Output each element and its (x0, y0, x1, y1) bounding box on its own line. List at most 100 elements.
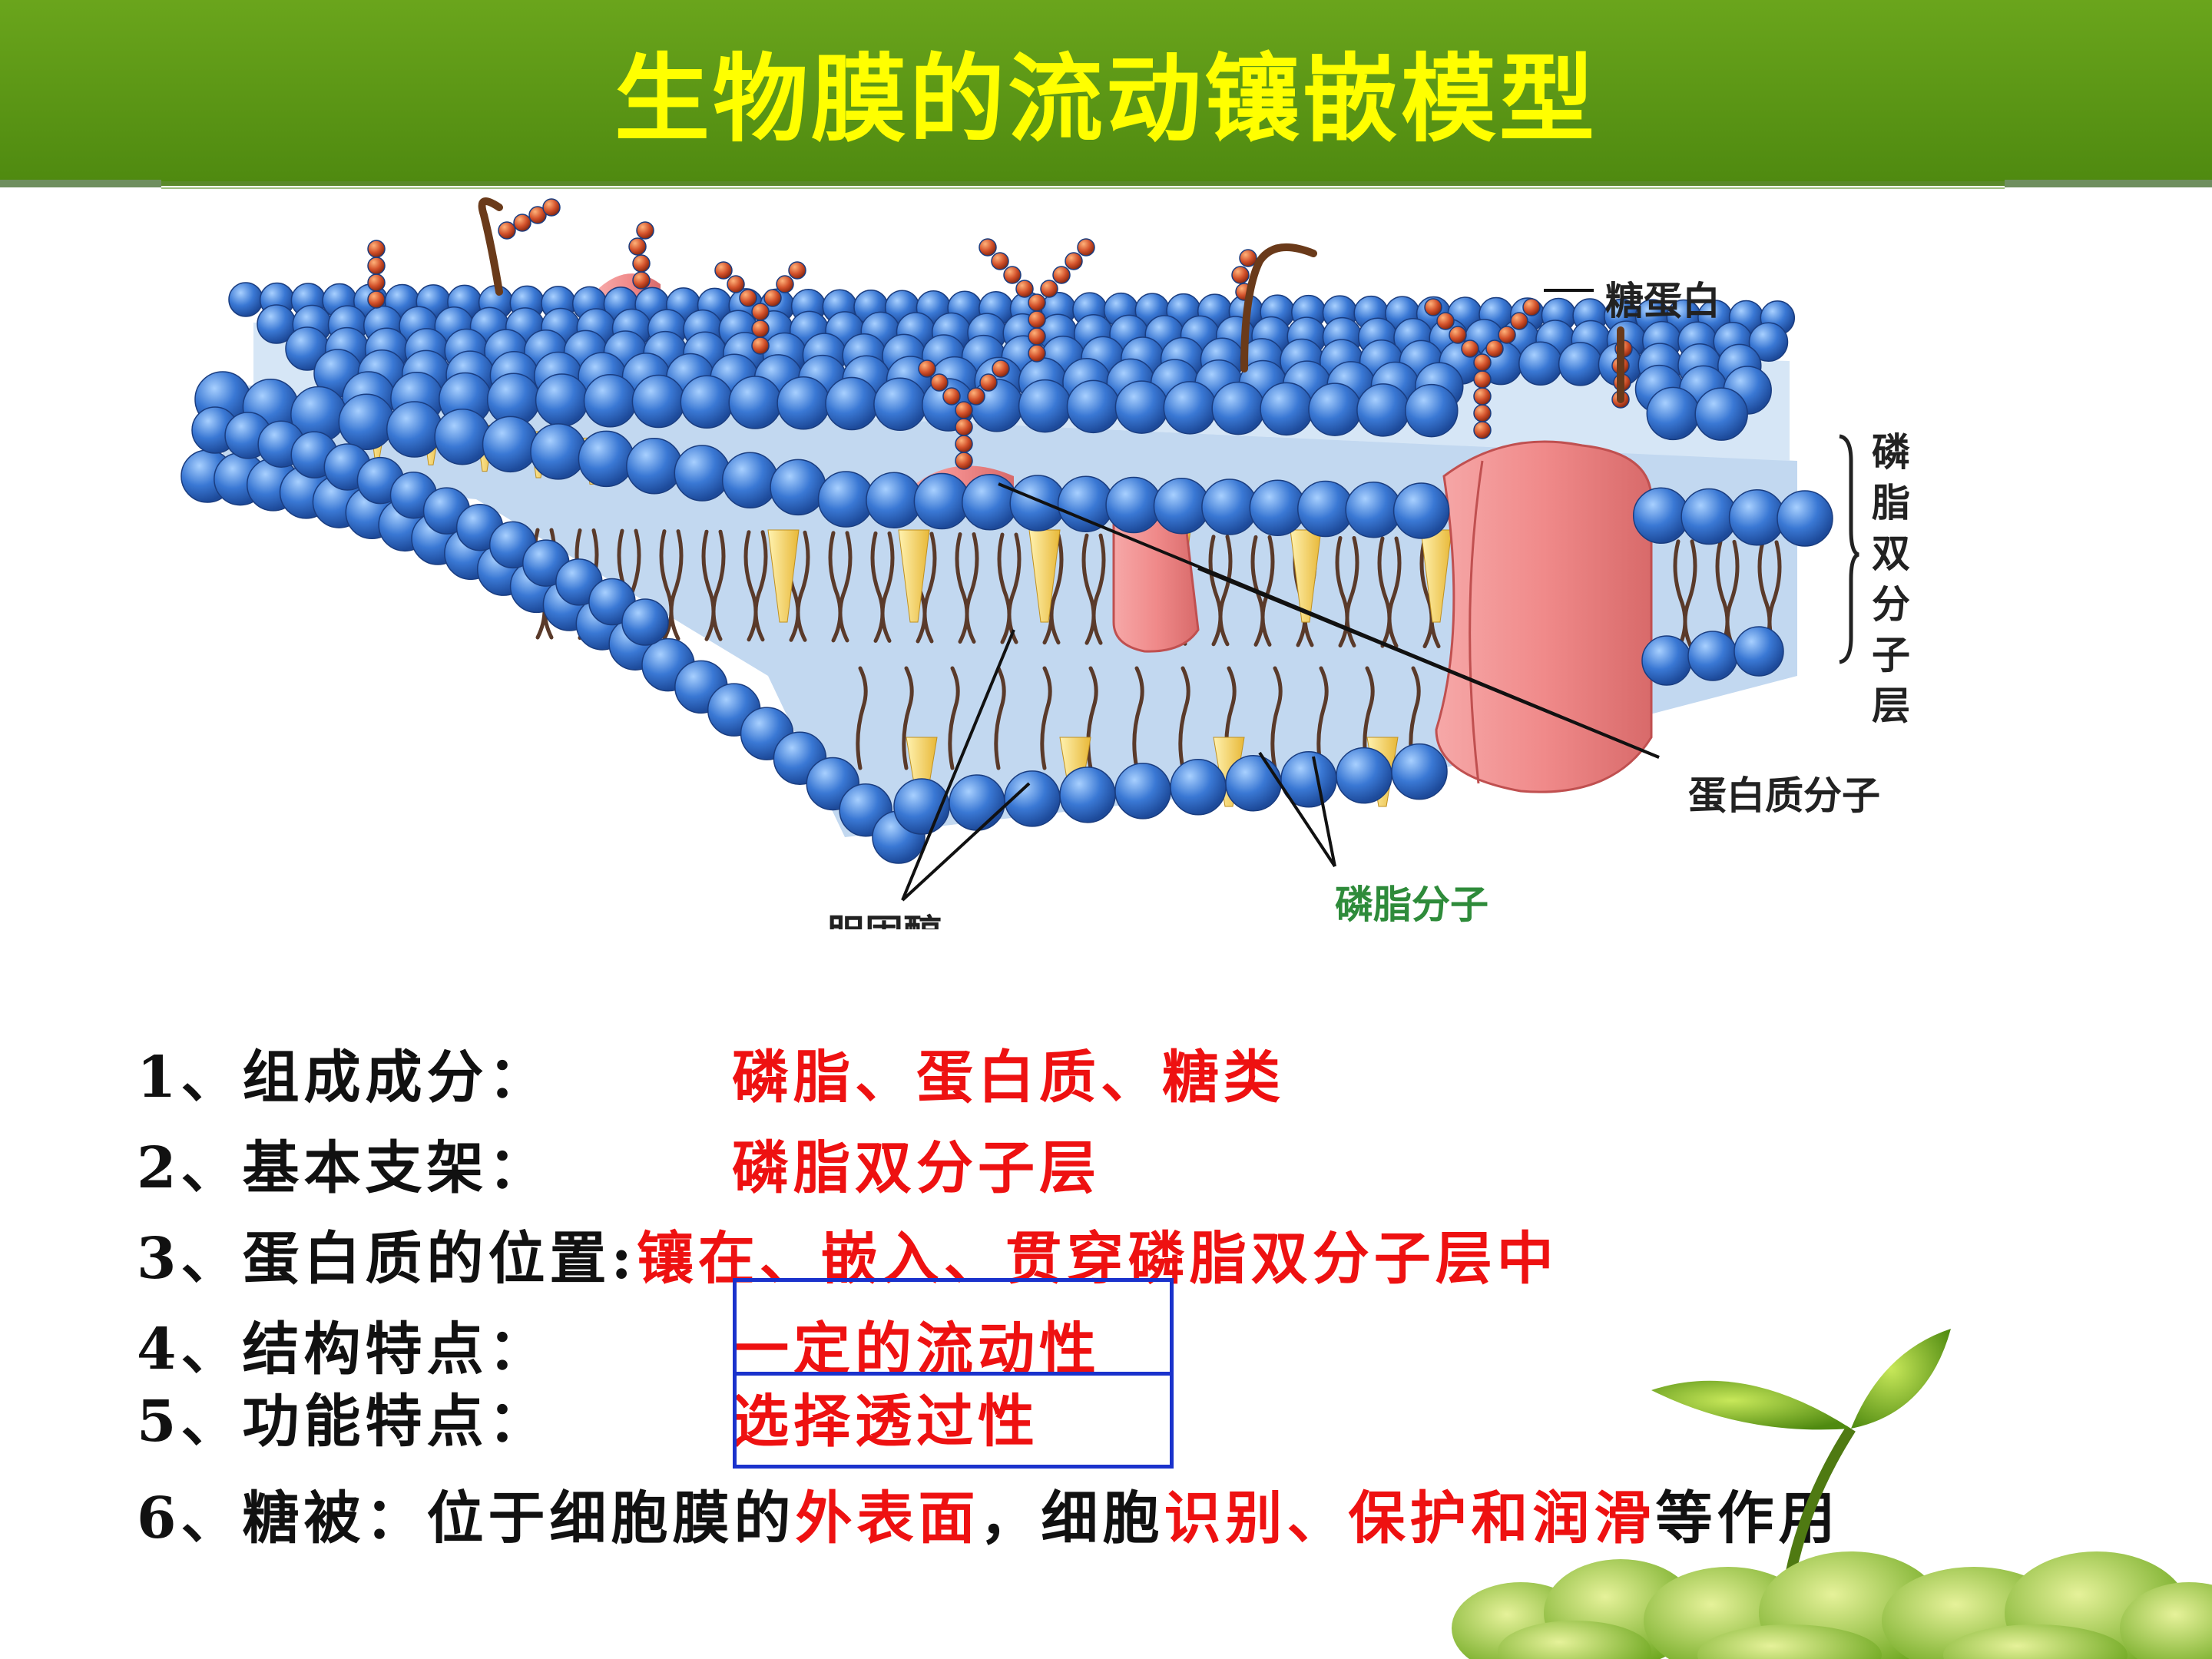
glycoprotein-sugar (1077, 238, 1095, 257)
phospholipid-head (1681, 488, 1737, 545)
lipid-tail (880, 531, 895, 643)
phospholipid-head (1308, 382, 1362, 436)
phospholipid-head (482, 416, 539, 473)
point-label: 4、结构特点： (137, 1316, 550, 1382)
point-label: 2、基本支架： (137, 1135, 550, 1201)
lipid-tail (1316, 666, 1329, 770)
glycoprotein-sugar (1473, 387, 1492, 406)
cholesterol-wedge (767, 529, 800, 623)
glycolipid-sugar (632, 254, 651, 273)
list-item: 5、功能特点： 选择透过性 (137, 1379, 1035, 1464)
lipid-tail (856, 666, 868, 770)
phospholipid-head (866, 472, 922, 529)
lipid-tail (1132, 666, 1144, 770)
phospholipid-head (626, 437, 683, 495)
glycolipid-stalks (478, 197, 1624, 403)
lipid-tail (1208, 535, 1223, 647)
leaf-right (1851, 1329, 1951, 1429)
glycoprotein-sugar (1015, 280, 1034, 298)
lipid-tail (1091, 533, 1106, 645)
phospholipid-head (1632, 487, 1690, 545)
phospholipid-head (1641, 635, 1692, 686)
phospholipid-head (1153, 478, 1210, 535)
membrane-diagram (180, 197, 1859, 902)
glycolipid-sugar (498, 221, 516, 240)
phospholipid-head (621, 598, 669, 646)
lipid-tail (1270, 666, 1283, 770)
lipid-tail (994, 666, 1006, 770)
glycolipid-sugar (367, 257, 386, 275)
glycoprotein-sugar (714, 261, 733, 280)
phospholipid-head (962, 474, 1018, 531)
phospholipid-head (680, 375, 734, 429)
phospholipid-head (1201, 478, 1258, 535)
list-item: 6、糖被：位于细胞膜的外表面，细胞识别、保护和润滑等作用 (137, 1476, 1840, 1561)
glycoprotein-sugar (751, 320, 770, 338)
phospholipid-head (1687, 631, 1738, 681)
glycoprotein-sugar (1473, 353, 1492, 372)
glycoprotein-sugar (776, 275, 794, 293)
point-text: 位于细胞膜的 (426, 1485, 796, 1551)
phospholipid-head (1748, 322, 1789, 363)
lipid-tail (1419, 537, 1434, 649)
point-answer: 磷脂双分子层 (732, 1135, 1101, 1201)
point-label: 3、蛋白质的位置: (137, 1226, 637, 1292)
page-title: 生物膜的流动镶嵌模型 (614, 44, 1598, 155)
glycolipid-sugar (513, 214, 531, 232)
phospholipid-head (1777, 490, 1833, 547)
glycoprotein-sugar (955, 452, 973, 470)
lipid-tail (955, 532, 969, 644)
lipid-tail (948, 666, 960, 770)
lipid-tail (902, 666, 914, 770)
glycoprotein-sugar (788, 261, 806, 280)
lipid-tail (828, 531, 843, 643)
glycoprotein-sugar (1461, 339, 1479, 358)
phospholipid-head (1694, 387, 1748, 441)
glycolipid-sugar (367, 290, 386, 309)
phospholipid-head (1211, 381, 1265, 435)
glycolipid-sugar (1231, 266, 1250, 284)
lipid-tail (1081, 533, 1096, 645)
title-underline-right-stub (2005, 180, 2212, 187)
glycoprotein-sugar (1028, 344, 1046, 363)
phospholipid-head (1249, 479, 1306, 537)
lipid-tail (870, 531, 885, 643)
list-item: 1、组成成分： 磷脂、蛋白质、糖类 (137, 1035, 1280, 1120)
phospholipid-head (1170, 759, 1227, 816)
point-label: 6、糖被： (137, 1485, 427, 1551)
point-answer: 选择透过性 (732, 1389, 1039, 1455)
phospholipid-head (1734, 626, 1784, 677)
lipid-tail (1673, 539, 1687, 651)
point-answer: 磷脂、蛋白质、糖类 (732, 1045, 1285, 1111)
glycoprotein-sugar (1485, 339, 1504, 358)
cholesterol-wedge (898, 529, 930, 623)
highlight-box-divider (733, 1372, 1174, 1376)
phospholipid-head (1114, 380, 1169, 434)
point-label: 5、功能特点： (137, 1389, 550, 1455)
phospholipid-head (228, 282, 263, 317)
phospholipid-head (1405, 383, 1459, 438)
phospholipid-head (777, 376, 830, 430)
glycoprotein-sugar (1028, 293, 1046, 312)
leader-lines (901, 289, 1660, 902)
phospholipid-head (1225, 755, 1282, 812)
phospholipid-head (1018, 379, 1072, 433)
glycoprotein-sugar (751, 303, 770, 321)
label-glycoprotein: 糖蛋白 (1605, 279, 1720, 323)
glycoprotein-sugar (967, 387, 985, 406)
phospholipid-head (1345, 482, 1402, 538)
glycolipid-sugar (542, 198, 561, 217)
glycoprotein-sugar (955, 435, 973, 453)
glycoprotein-sugar (739, 289, 757, 307)
glycoprotein-sugar (1510, 312, 1528, 330)
lipid-tail (1387, 536, 1402, 648)
list-item: 2、基本支架： 磷脂双分子层 (137, 1126, 1096, 1210)
phospholipid-head (1297, 480, 1354, 538)
lipid-tail (796, 530, 810, 642)
lipid-tail (838, 531, 853, 643)
phospholipid-head (631, 374, 686, 429)
phospholipid-heads (180, 282, 1833, 864)
glycoprotein-sugar (955, 401, 973, 419)
glycoprotein-sugar (763, 289, 782, 307)
phospholipid-head (1057, 475, 1114, 533)
